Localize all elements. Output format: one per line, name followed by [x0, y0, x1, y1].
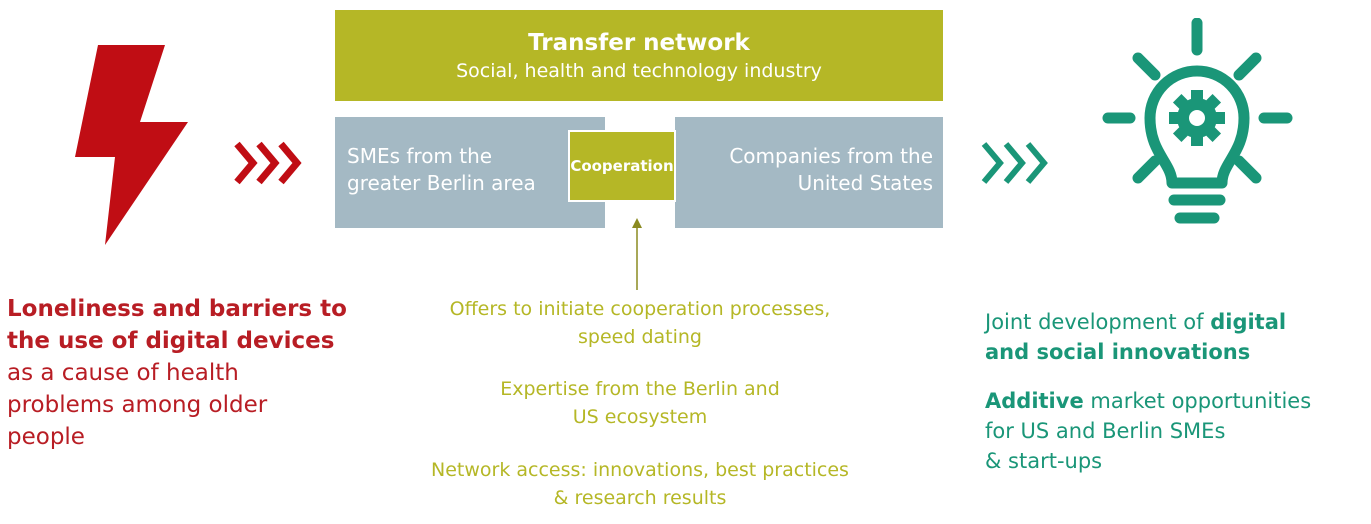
offer1-line1: Offers to initiate cooperation processes…	[449, 298, 831, 320]
offer3-line1: Network access: innovations, best practi…	[431, 459, 849, 481]
transfer-network-title: Transfer network	[528, 30, 750, 56]
berlin-smes-box: SMEs from the greater Berlin area	[335, 117, 605, 228]
offer-network-access: Network access: innovations, best practi…	[380, 456, 900, 512]
outcome-market-opportunities: Additive market opportunities for US and…	[985, 386, 1365, 476]
problem-statement: Loneliness and barriers to the use of di…	[7, 293, 347, 453]
lightning-bolt-icon	[75, 45, 188, 245]
outcome1-line1: Joint development of digital	[985, 307, 1365, 337]
cooperation-box: Cooperation	[568, 130, 676, 202]
connector-arrow-icon	[632, 218, 642, 290]
outcome2-bold: Additive	[985, 389, 1084, 413]
cooperation-label: Cooperation	[570, 157, 674, 175]
transfer-network-box: Transfer network Social, health and tech…	[335, 10, 943, 101]
berlin-smes-line1: SMEs from the	[347, 144, 493, 168]
outcome1-bold-b: and social innovations	[985, 340, 1251, 364]
problem-normal-text: as a cause of health problems among olde…	[7, 360, 268, 450]
offer2-line2: US ecosystem	[572, 406, 708, 428]
us-companies-line2: United States	[797, 171, 933, 195]
offer2-line1: Expertise from the Berlin and	[500, 378, 780, 400]
outcome2-line3: & start-ups	[985, 449, 1103, 473]
offer-cooperation-processes: Offers to initiate cooperation processes…	[380, 295, 900, 351]
offer3-line2: & research results	[553, 487, 727, 509]
us-companies-box: Companies from the United States	[675, 117, 943, 228]
outcome1-bold-a: digital	[1210, 310, 1287, 334]
offer-expertise: Expertise from the Berlin and US ecosyst…	[380, 375, 900, 431]
outcome2-line1: Additive market opportunities	[985, 386, 1365, 416]
triple-chevron-icon	[234, 141, 302, 185]
outcome2-line2: for US and Berlin SMEs	[985, 419, 1226, 443]
lightbulb-gear-icon	[1102, 18, 1293, 224]
us-companies-line1: Companies from the	[729, 144, 933, 168]
outcome1-prefix: Joint development of	[985, 310, 1211, 334]
transfer-network-subtitle: Social, health and technology industry	[456, 60, 822, 82]
outcome2-rest: market opportunities	[1083, 389, 1312, 413]
problem-bold-text: Loneliness and barriers to the use of di…	[7, 296, 347, 354]
berlin-smes-line2: greater Berlin area	[347, 171, 536, 195]
triple-chevron-icon	[981, 142, 1048, 184]
outcome-joint-development: Joint development of digital and social …	[985, 307, 1365, 367]
offer1-line2: speed dating	[578, 326, 702, 348]
